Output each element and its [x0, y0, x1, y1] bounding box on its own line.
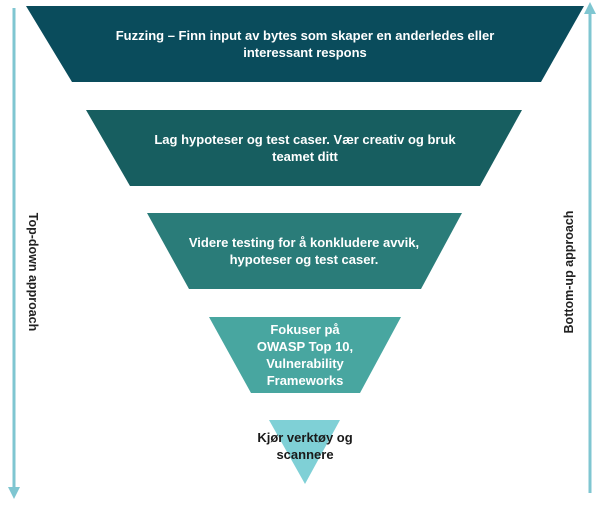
funnel-level-fuzzing	[26, 6, 584, 82]
funnel-level-owasp	[209, 317, 401, 393]
top-down-approach-label: Top-down approach	[26, 212, 40, 332]
bottom-up-approach-label: Bottom-up approach	[562, 210, 576, 334]
funnel-level-owasp-text: Fokuser på OWASP Top 10, Vulnerability F…	[256, 322, 354, 388]
funnel-level-further-testing-text: Videre testing for å konkludere avvik, h…	[188, 235, 420, 267]
funnel-level-fuzzing-text: Fuzzing – Finn input av bytes som skaper…	[115, 28, 495, 60]
funnel-level-hypotheses	[86, 110, 522, 186]
funnel-level-tools	[269, 420, 340, 484]
funnel-level-tools-text: Kjør verktøy og scannere	[257, 430, 353, 462]
funnel-level-further-testing	[147, 213, 462, 289]
funnel-level-hypotheses-text: Lag hypoteser og test caser. Vær creativ…	[154, 132, 456, 164]
